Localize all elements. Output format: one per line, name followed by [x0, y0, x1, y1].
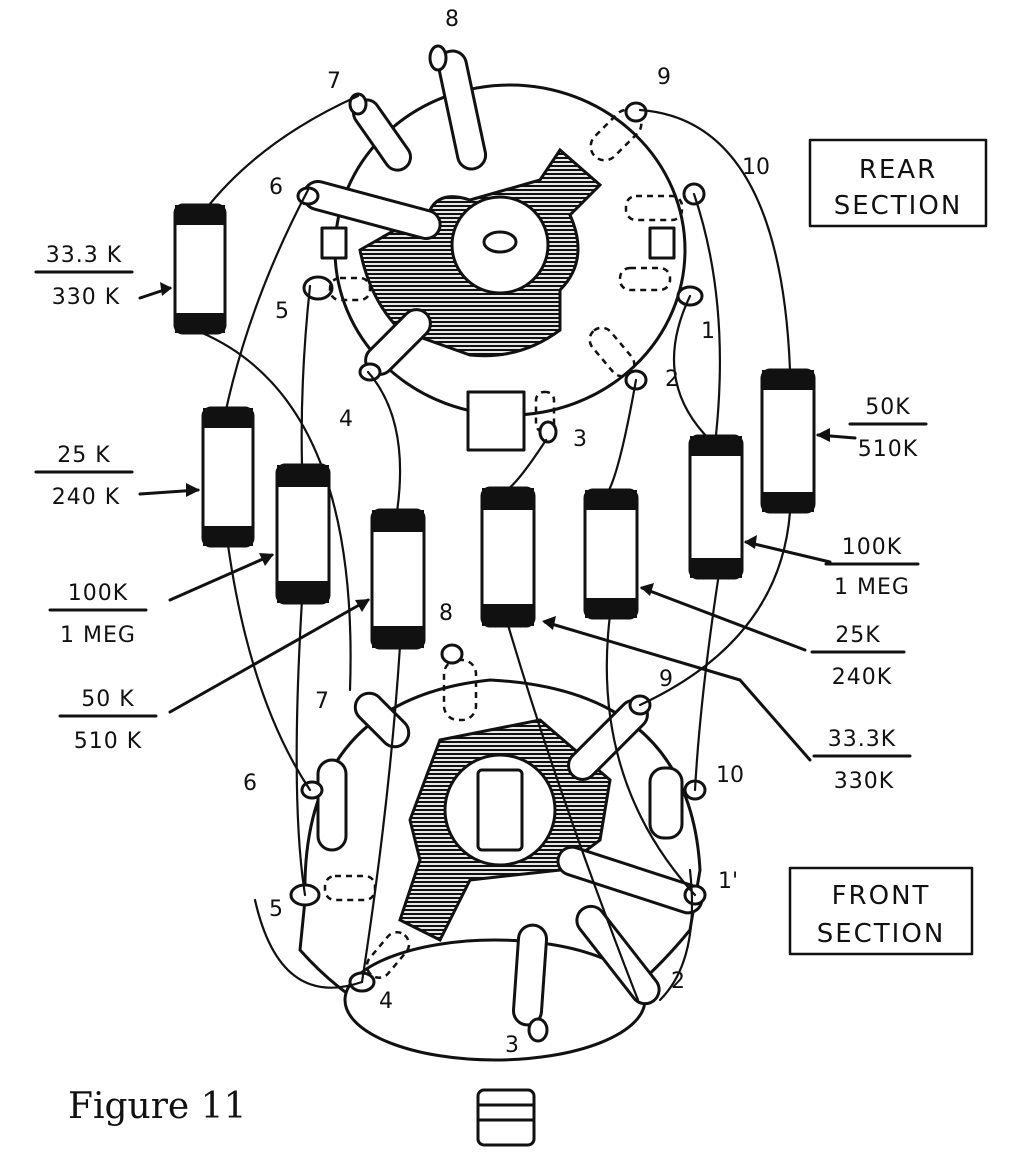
- rear-lug-8: [428, 44, 488, 171]
- front-lug-3: [511, 923, 549, 1043]
- rear-lugs: [296, 44, 706, 444]
- rear-lug-4: [358, 308, 432, 382]
- rear-lug-6: [296, 180, 442, 240]
- rear-pin-5: 5: [275, 299, 289, 324]
- front-pin-4: 4: [379, 989, 393, 1014]
- figure-caption: Figure 11: [68, 1086, 247, 1127]
- svg-text:SECTION: SECTION: [834, 191, 963, 221]
- front-lug-10: [648, 766, 707, 840]
- front-pin-9: 9: [659, 667, 673, 692]
- svg-text:1 MEG: 1 MEG: [60, 623, 136, 648]
- rear-pin-4: 4: [339, 407, 353, 432]
- rear-pin-8: 8: [445, 7, 459, 32]
- resistors: [173, 203, 816, 650]
- svg-text:240K: 240K: [832, 665, 892, 690]
- front-pin-1: 1': [718, 869, 738, 894]
- front-pin-8: 8: [439, 601, 453, 626]
- resistor-labels: 33.3 K 330 K 25 K 240 K 100K 1 MEG 50 K 510 …: [34, 243, 928, 794]
- resistor-r1: [173, 203, 227, 335]
- rear-lug-5: [302, 275, 372, 302]
- front-pin-6: 6: [243, 771, 257, 796]
- svg-text:510 K: 510 K: [74, 729, 142, 754]
- svg-text:240 K: 240 K: [52, 485, 120, 510]
- svg-text:100K: 100K: [842, 535, 902, 560]
- rear-pin-6: 6: [269, 175, 283, 200]
- front-wafer: [298, 678, 702, 1147]
- svg-text:330 K: 330 K: [52, 285, 120, 310]
- label-r7: 25K 240K: [810, 623, 906, 690]
- label-arrows: [138, 282, 857, 762]
- resistor-r5: [480, 486, 536, 628]
- front-lug-7: [353, 691, 411, 749]
- rear-pin-2: 2: [665, 367, 679, 392]
- label-r8: 33.3K 330K: [812, 727, 912, 794]
- rear-pin-7: 7: [327, 69, 341, 94]
- front-pin-10: 10: [716, 763, 744, 788]
- svg-text:25K: 25K: [835, 623, 880, 648]
- rear-section-box: REAR SECTION: [808, 138, 988, 228]
- wires: [198, 94, 792, 1002]
- front-section-box: FRONT SECTION: [788, 866, 974, 956]
- front-pin-3: 3: [505, 1033, 519, 1058]
- svg-text:50 K: 50 K: [81, 687, 134, 712]
- front-lug-2: [575, 904, 661, 1006]
- label-r2: 25 K 240 K: [34, 443, 134, 510]
- svg-text:33.3K: 33.3K: [828, 727, 896, 752]
- svg-text:510K: 510K: [858, 437, 918, 462]
- rear-lug-3: [534, 390, 558, 444]
- resistor-r3: [275, 463, 331, 605]
- svg-text:25 K: 25 K: [57, 443, 110, 468]
- svg-text:REAR: REAR: [859, 155, 937, 185]
- front-lug-6: [300, 758, 348, 852]
- label-r1: 33.3 K 330 K: [34, 243, 134, 310]
- rear-pin-1: 1: [701, 319, 715, 344]
- resistor-r7: [688, 434, 744, 580]
- rear-lug-10: [624, 182, 706, 222]
- resistor-r8: [760, 368, 816, 514]
- rear-lug-9: [589, 101, 648, 162]
- svg-text:SECTION: SECTION: [817, 919, 946, 949]
- resistor-r2: [201, 406, 255, 548]
- resistor-r6: [583, 488, 639, 620]
- front-pin-labels: 1' 2 3 4 5 6 7 8 9 10: [243, 601, 744, 1058]
- svg-text:FRONT: FRONT: [832, 881, 931, 911]
- front-pin-7: 7: [315, 689, 329, 714]
- svg-text:50K: 50K: [865, 395, 910, 420]
- front-pin-2: 2: [671, 969, 685, 994]
- rear-pin-labels: 1 2 3 4 5 6 7 8 9 10: [269, 7, 770, 452]
- label-r6: 100K 1 MEG: [824, 535, 920, 600]
- svg-text:100K: 100K: [68, 581, 128, 606]
- label-r3: 100K 1 MEG: [48, 581, 148, 648]
- svg-text:33.3 K: 33.3 K: [46, 243, 122, 268]
- front-lug-8: [440, 643, 478, 722]
- rear-pin-3: 3: [573, 427, 587, 452]
- label-r5: 50K 510K: [848, 395, 928, 462]
- rear-pin-9: 9: [657, 65, 671, 90]
- svg-text:1 MEG: 1 MEG: [834, 575, 910, 600]
- svg-text:330K: 330K: [834, 769, 894, 794]
- label-r4: 50 K 510 K: [58, 687, 158, 754]
- resistor-r4: [370, 508, 426, 650]
- front-pin-5: 5: [269, 897, 283, 922]
- rear-pin-10: 10: [742, 155, 770, 180]
